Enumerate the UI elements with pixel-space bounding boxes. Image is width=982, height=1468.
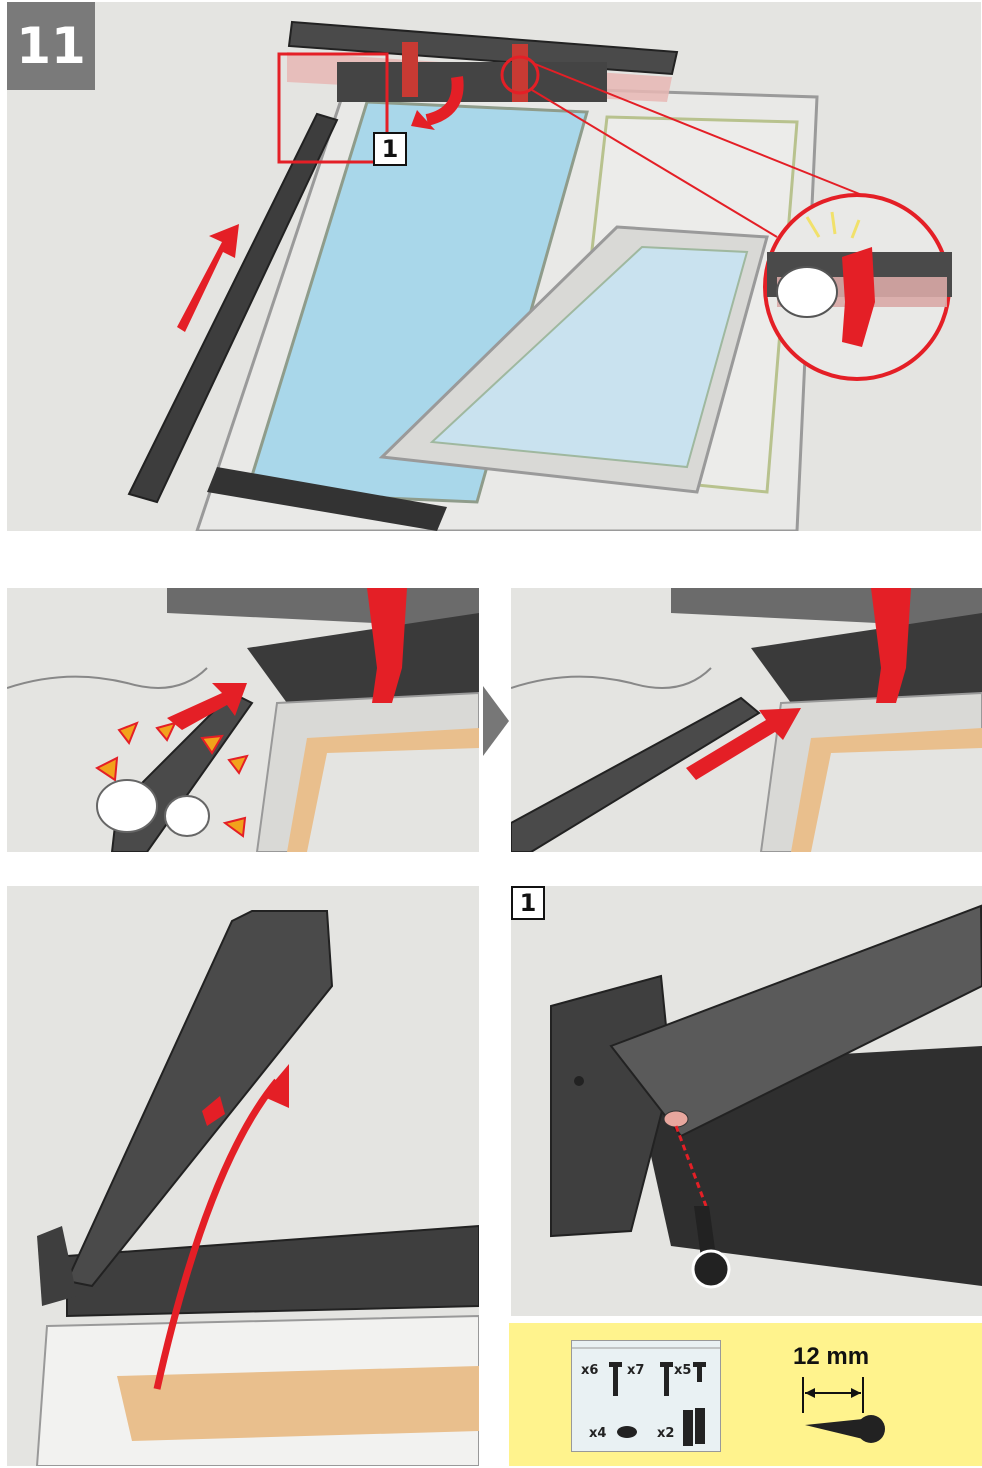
screw-detail-panel: 1 (511, 886, 982, 1316)
overview-illustration (127, 20, 952, 531)
lift-arrow (153, 1078, 280, 1390)
frame-wood (117, 1366, 479, 1441)
zoom-hand (776, 266, 838, 318)
end-cap (37, 1226, 77, 1306)
clip (871, 588, 911, 703)
screw-hole (663, 1110, 689, 1128)
side-rail (127, 112, 339, 504)
qty-label: x5 (674, 1363, 692, 1378)
release-illustration (7, 588, 479, 852)
qty-label: x4 (589, 1426, 607, 1441)
slide-up-arrow (177, 224, 239, 332)
zoom-clip (842, 247, 875, 347)
marker (202, 1096, 225, 1126)
insert-panel (511, 588, 982, 852)
push-arrow (686, 708, 801, 780)
cable (511, 667, 712, 689)
side-rail (609, 904, 982, 1138)
top-cover (287, 20, 679, 76)
bracket-hole (574, 1076, 584, 1086)
zoom-source-circle (500, 55, 540, 95)
clip (367, 588, 407, 703)
hands (96, 779, 210, 837)
lift-arrowhead (262, 1064, 289, 1108)
zoom-line (531, 89, 778, 238)
step-number: 11 (7, 2, 95, 90)
screw-length-icon (802, 1377, 885, 1443)
cable (7, 667, 208, 689)
detail-panel-label: 1 (511, 886, 545, 920)
insert-illustration (511, 588, 982, 852)
frame-inner (307, 748, 479, 852)
qty-label: x6 (581, 1363, 599, 1378)
lift-panel (7, 886, 479, 1466)
roller-housing (751, 613, 982, 703)
zoom-sparks (805, 211, 861, 239)
frame-inner (811, 748, 982, 852)
next-step-arrow-icon (483, 686, 509, 756)
parts-bag-icon (571, 1340, 721, 1452)
roller-housing (247, 613, 479, 703)
sash-glass (429, 245, 749, 469)
screw-detail-illustration (550, 904, 982, 1289)
detail-callout-label: 1 (373, 132, 407, 166)
bottom-rail (207, 467, 447, 531)
qty-label: x2 (657, 1426, 675, 1441)
screw-guide-line (674, 1125, 708, 1207)
detail-box (277, 52, 389, 164)
rotate-arrowhead (411, 110, 435, 130)
zoom-line (534, 63, 868, 198)
parts-info-box: x6 x7 x5 x4 x2 12 mm (509, 1323, 982, 1466)
rotate-arrow (425, 76, 464, 126)
roller-unit (337, 62, 607, 102)
side-rail (511, 696, 761, 852)
screw-icon (691, 1206, 731, 1289)
release-panel (7, 588, 479, 852)
lift-illustration (35, 910, 479, 1466)
click-marks (95, 721, 249, 838)
end-bracket (550, 974, 673, 1238)
pull-arrow (167, 683, 247, 730)
qty-label: x7 (627, 1363, 645, 1378)
screw-length-label: 12 mm (793, 1343, 870, 1370)
overview-panel: 11 1 (7, 2, 981, 531)
